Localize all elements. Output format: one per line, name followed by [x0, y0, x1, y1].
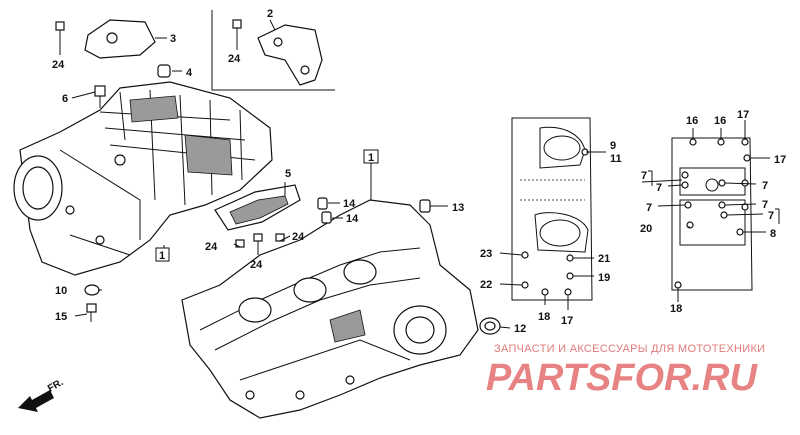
callout-5: 5 [285, 168, 291, 180]
washer-10 [84, 284, 100, 296]
callout-24-b: 24 [228, 53, 241, 65]
callout-21: 21 [598, 253, 610, 265]
watermark-brand: PARTSFOR.RU [486, 357, 758, 399]
callout-15: 15 [55, 311, 67, 323]
lower-crankcase [181, 199, 479, 419]
callout-11: 11 [610, 153, 622, 165]
bracket-7-left [648, 170, 653, 186]
dowel-14-b [321, 211, 332, 224]
callout-4: 4 [186, 67, 193, 79]
upper-crankcase [13, 81, 273, 276]
bolt-24-b [232, 19, 242, 38]
front-direction-label: FR. [46, 377, 66, 395]
callout-14-a: 14 [343, 198, 356, 210]
bolt-pattern-panel-upper [671, 137, 753, 291]
switch-6 [94, 85, 106, 108]
callout-6: 6 [62, 93, 68, 105]
seal-12 [479, 317, 501, 335]
callout-13: 13 [452, 202, 464, 214]
callout-18-a: 18 [538, 311, 550, 323]
callout-7-b: 7 [656, 182, 662, 194]
svg-text:1: 1 [368, 152, 374, 164]
callout-3: 3 [170, 33, 176, 45]
callout-7-e: 7 [762, 199, 768, 211]
callout-24-d: 24 [250, 259, 263, 271]
callout-17-c: 17 [774, 154, 786, 166]
bolt-pattern-panel-lower [511, 117, 593, 301]
inset-frame-line [211, 10, 335, 91]
cover-2 [257, 24, 323, 86]
callout-9: 9 [610, 140, 616, 152]
bolt-15 [86, 303, 97, 322]
callout-16-b: 16 [714, 115, 726, 127]
watermark: ЗАПЧАСТИ И АКСЕССУАРЫ ДЛЯ МОТОТЕХНИКИ PA… [486, 343, 765, 399]
callout-17-a: 17 [561, 315, 573, 327]
bolt-24-d [253, 233, 263, 242]
callout-2: 2 [267, 8, 273, 20]
watermark-caption: ЗАПЧАСТИ И АКСЕССУАРЫ ДЛЯ МОТОТЕХНИКИ [494, 343, 765, 355]
bolt-24-a [55, 21, 65, 42]
callouts: 3 4 6 24 2 24 5 14 14 13 24 24 24 10 15 … [52, 8, 786, 335]
svg-text:1: 1 [159, 250, 165, 262]
callout-14-b: 14 [346, 213, 359, 225]
callout-7-c: 7 [762, 180, 768, 192]
oil-strainer-plate [214, 184, 301, 231]
boxed-ref-1-b: 1 [363, 149, 379, 164]
callout-23: 23 [480, 248, 492, 260]
callout-18-b: 18 [670, 303, 682, 315]
callout-24-c: 24 [205, 241, 218, 253]
boxed-ref-1-a: 1 [155, 247, 170, 262]
callout-17-b: 17 [737, 109, 749, 121]
bracket-7-right [775, 208, 780, 224]
dowel-13 [419, 199, 431, 213]
callout-22: 22 [480, 279, 492, 291]
callout-16-a: 16 [686, 115, 698, 127]
callout-7-f: 7 [768, 210, 774, 222]
front-direction-arrow: FR. [18, 377, 66, 412]
callout-10: 10 [55, 285, 67, 297]
leader-lines [59, 19, 770, 329]
callout-20: 20 [640, 223, 652, 235]
callout-19: 19 [598, 272, 610, 284]
callout-7-a: 7 [641, 170, 647, 182]
cover-3 [84, 19, 156, 59]
callout-7-d: 7 [646, 202, 652, 214]
callout-12: 12 [514, 323, 526, 335]
callout-24-e: 24 [292, 231, 305, 243]
callout-8: 8 [770, 228, 776, 240]
dowel-14-a [317, 197, 328, 210]
callout-24-a: 24 [52, 59, 65, 71]
plug-4 [157, 64, 171, 78]
